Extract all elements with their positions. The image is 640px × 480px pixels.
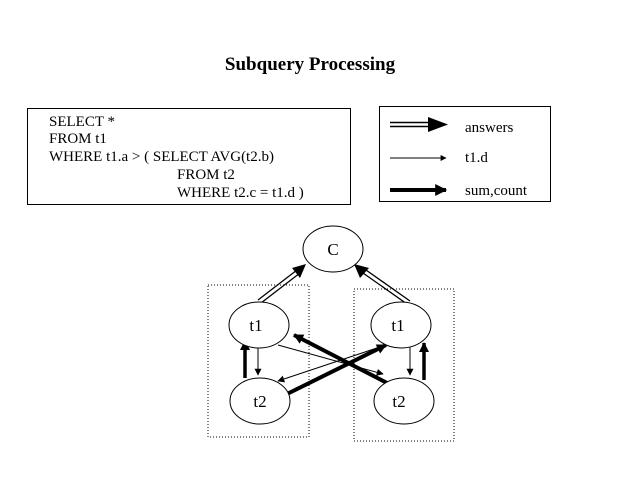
- node-c: C: [302, 225, 364, 273]
- query-line-from: FROM t1: [49, 131, 107, 147]
- node-right-t1-label: t1: [391, 316, 404, 335]
- query-line-subquery-where: WHERE t2.c = t1.d ): [177, 185, 304, 201]
- query-line-where: WHERE t1.a > ( SELECT AVG(t2.b): [49, 149, 274, 165]
- query-line-subquery-from: FROM t2: [177, 167, 235, 183]
- page-title: Subquery Processing: [224, 54, 396, 75]
- right-t2-to-left-t1-sum-arrow: [293, 333, 392, 387]
- answer-arrow-left: [257, 264, 306, 304]
- legend-arrow-double: [390, 117, 448, 132]
- node-right-t1: t1: [370, 301, 432, 349]
- node-right-t2: t2: [373, 377, 435, 425]
- left-t2-to-right-t1-sum-arrow: [286, 343, 387, 396]
- left-site-box: [207, 284, 310, 438]
- legend-label-t1d: t1.d: [465, 150, 488, 166]
- sql-query-box: SELECT * FROM t1 WHERE t1.a > ( SELECT A…: [27, 108, 351, 205]
- node-left-t2-label: t2: [253, 392, 266, 411]
- legend-arrows: [390, 117, 448, 196]
- legend-label-answers: answers: [465, 120, 514, 136]
- left-t1-to-right-t2-d-arrow: [277, 344, 384, 376]
- node-c-label: C: [327, 240, 338, 259]
- query-line-select: SELECT *: [49, 114, 115, 130]
- node-left-t2: t2: [229, 377, 291, 425]
- legend-label-sum-count: sum,count: [465, 183, 528, 199]
- answer-arrow-right: [354, 264, 411, 305]
- node-right-t2-label: t2: [392, 392, 405, 411]
- node-left-t1: t1: [228, 301, 290, 349]
- node-left-t1-label: t1: [249, 316, 262, 335]
- legend-box: answers t1.d sum,count: [379, 106, 551, 202]
